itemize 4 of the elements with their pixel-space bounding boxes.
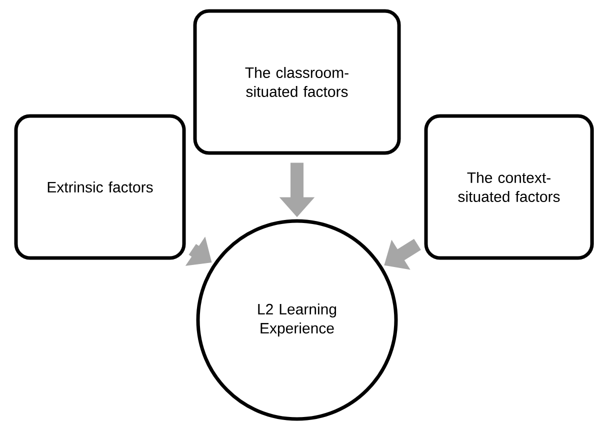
rounded-box: Extrinsic factors — [14, 114, 186, 260]
rounded-box: The context-situated factors — [424, 114, 594, 260]
circle-node: L2 Learning Experience — [196, 219, 398, 421]
rounded-box: The classroom-situated factors — [193, 9, 401, 155]
